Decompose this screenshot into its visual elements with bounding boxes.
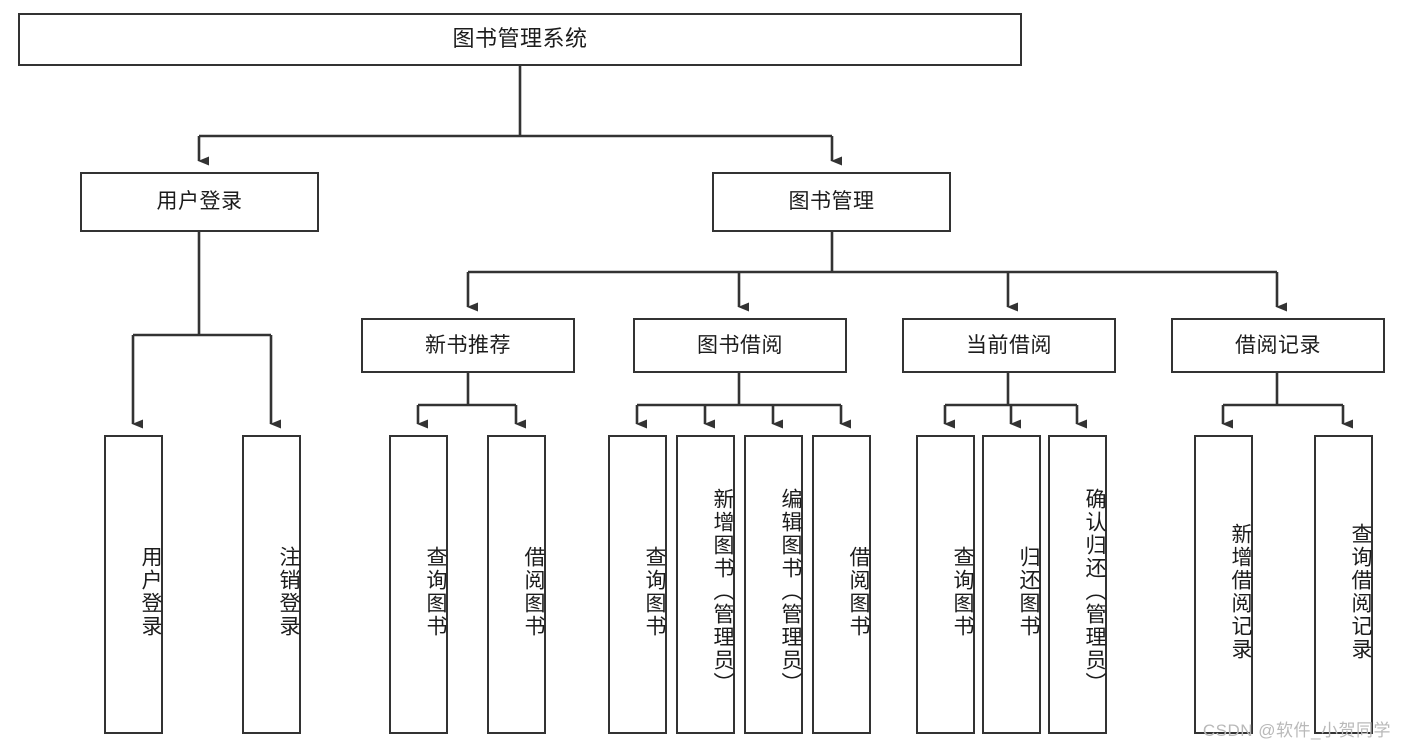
leaf-add-book[interactable]: 新增图书（管理员） bbox=[676, 435, 735, 734]
leaf-borrow-book-2-label: 借阅图书 bbox=[847, 545, 870, 638]
node-book-manage[interactable]: 图书管理 bbox=[712, 172, 951, 232]
leaf-return-book[interactable]: 归还图书 bbox=[982, 435, 1041, 734]
node-root-label: 图书管理系统 bbox=[452, 26, 588, 52]
leaf-confirm-return-label: 确认归还（管理员） bbox=[1083, 488, 1106, 695]
leaf-query-book-3[interactable]: 查询图书 bbox=[916, 435, 975, 734]
leaf-edit-book[interactable]: 编辑图书（管理员） bbox=[744, 435, 803, 734]
node-root[interactable]: 图书管理系统 bbox=[18, 13, 1022, 66]
leaf-query-book-2[interactable]: 查询图书 bbox=[608, 435, 667, 734]
node-new-book-recommend[interactable]: 新书推荐 bbox=[361, 318, 575, 373]
leaf-logout-login[interactable]: 注销登录 bbox=[242, 435, 301, 734]
node-current-borrow[interactable]: 当前借阅 bbox=[902, 318, 1116, 373]
node-new-book-recommend-label: 新书推荐 bbox=[425, 333, 511, 357]
leaf-query-record[interactable]: 查询借阅记录 bbox=[1314, 435, 1373, 734]
leaf-confirm-return[interactable]: 确认归还（管理员） bbox=[1048, 435, 1107, 734]
node-book-borrow-label: 图书借阅 bbox=[697, 333, 783, 357]
leaf-return-book-label: 归还图书 bbox=[1017, 545, 1040, 638]
watermark-text: CSDN @软件_小贺同学 bbox=[1202, 721, 1391, 740]
leaf-borrow-book-1-label: 借阅图书 bbox=[522, 545, 545, 638]
leaf-add-book-label: 新增图书（管理员） bbox=[711, 488, 734, 695]
leaf-add-record-label: 新增借阅记录 bbox=[1229, 522, 1252, 661]
leaf-query-book-1-label: 查询图书 bbox=[424, 545, 447, 638]
leaf-query-record-label: 查询借阅记录 bbox=[1349, 522, 1372, 661]
leaf-query-book-1[interactable]: 查询图书 bbox=[389, 435, 448, 734]
node-book-manage-label: 图书管理 bbox=[788, 190, 875, 214]
leaf-add-record[interactable]: 新增借阅记录 bbox=[1194, 435, 1253, 734]
leaf-query-book-3-label: 查询图书 bbox=[951, 545, 974, 638]
leaf-edit-book-label: 编辑图书（管理员） bbox=[779, 488, 802, 695]
leaf-borrow-book-1[interactable]: 借阅图书 bbox=[487, 435, 546, 734]
node-book-borrow[interactable]: 图书借阅 bbox=[633, 318, 847, 373]
node-user-login[interactable]: 用户登录 bbox=[80, 172, 319, 232]
leaf-query-book-2-label: 查询图书 bbox=[643, 545, 666, 638]
leaf-user-login-label: 用户登录 bbox=[139, 545, 162, 638]
leaf-borrow-book-2[interactable]: 借阅图书 bbox=[812, 435, 871, 734]
node-borrow-record-label: 借阅记录 bbox=[1235, 333, 1321, 357]
leaf-user-login[interactable]: 用户登录 bbox=[104, 435, 163, 734]
leaf-logout-login-label: 注销登录 bbox=[277, 545, 300, 638]
node-current-borrow-label: 当前借阅 bbox=[966, 333, 1052, 357]
node-user-login-label: 用户登录 bbox=[156, 190, 243, 214]
node-borrow-record[interactable]: 借阅记录 bbox=[1171, 318, 1385, 373]
